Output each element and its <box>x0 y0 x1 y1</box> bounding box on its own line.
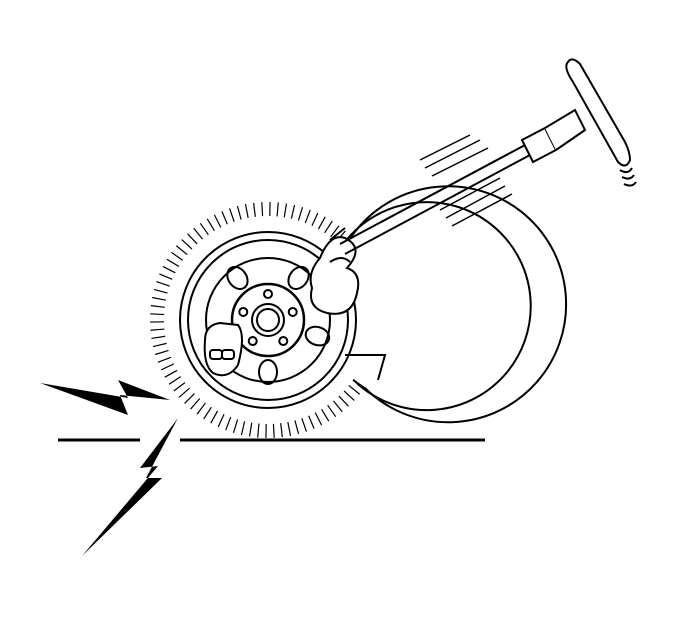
rim-vent <box>304 325 331 347</box>
rim-vent <box>287 265 310 290</box>
tread-mark <box>196 402 206 415</box>
tread-mark <box>272 423 275 438</box>
tread-mark <box>280 423 283 438</box>
tread-mark <box>261 202 264 217</box>
lug-hole <box>247 336 258 347</box>
tread-mark <box>150 313 165 316</box>
tread-mark <box>330 225 340 238</box>
tread-mark <box>327 404 337 418</box>
tread-mark <box>314 412 323 426</box>
tread-mark <box>311 212 319 226</box>
tread-mark <box>159 273 173 280</box>
tread-mark <box>206 218 215 232</box>
tread-mark <box>164 369 178 378</box>
lug-hole <box>278 336 289 347</box>
tread-mark <box>156 281 170 287</box>
tread-mark <box>348 384 361 395</box>
tread-mark <box>225 416 232 431</box>
lug-hole <box>238 306 249 317</box>
tread-mark <box>166 258 180 267</box>
lightning-bolt-icon <box>40 380 170 415</box>
tread-mark <box>178 387 190 398</box>
tread-mark <box>290 204 296 219</box>
tread-mark <box>152 296 167 301</box>
lug-hole <box>287 306 298 317</box>
tread-mark <box>297 206 304 221</box>
tread-mark <box>199 222 209 236</box>
tread-mark <box>257 423 260 438</box>
motion-lines <box>419 134 513 227</box>
tread-mark <box>173 382 186 392</box>
tread-mark <box>162 265 176 274</box>
tread-mark <box>244 204 249 219</box>
tread-mark <box>170 251 184 261</box>
tread-mark <box>276 202 279 217</box>
tread-mark <box>240 421 246 436</box>
tread-mark <box>283 203 288 218</box>
steering-wheel-icon <box>339 58 637 255</box>
rim-vent <box>258 359 278 385</box>
tread-mark <box>236 205 242 220</box>
tread-mark <box>321 408 330 422</box>
tread-mark <box>210 410 219 424</box>
tread-mark <box>248 422 253 437</box>
tread-mark <box>213 214 222 228</box>
tread-mark <box>221 211 228 225</box>
tread-mark <box>294 420 300 435</box>
tread-mark <box>184 393 195 404</box>
tread-mark <box>187 233 198 245</box>
tread-mark <box>217 414 225 428</box>
tread-mark <box>168 376 182 385</box>
tread-mark <box>338 395 349 407</box>
hand-icon <box>203 236 360 377</box>
tread-mark <box>152 342 167 348</box>
tire-icon <box>150 185 568 438</box>
tread-mark <box>343 390 355 401</box>
tread-mark <box>190 398 201 410</box>
tread-mark <box>308 415 315 429</box>
tread-mark <box>151 335 166 340</box>
tread-mark <box>203 406 212 420</box>
tread-mark <box>287 421 292 436</box>
tread-mark <box>232 419 239 434</box>
tread-mark <box>193 227 204 240</box>
tread-mark <box>304 209 311 224</box>
tread-mark <box>253 202 256 217</box>
tread-mark <box>229 208 235 222</box>
tread-mark <box>154 349 169 356</box>
tread-mark <box>157 356 172 363</box>
lug-hole <box>263 289 273 299</box>
tread-mark <box>150 305 165 308</box>
tread-mark <box>301 418 307 432</box>
tread-mark <box>160 363 174 371</box>
tread-mark <box>317 216 326 230</box>
tread-mark <box>153 288 168 294</box>
tread-mark <box>324 220 333 234</box>
tread-mark <box>352 379 366 389</box>
tread-mark <box>332 400 343 413</box>
tread-mark <box>175 245 188 256</box>
lightning-bolt-icon <box>82 418 178 556</box>
tread-mark <box>181 239 193 250</box>
rim-vent <box>226 265 249 290</box>
tread-mark <box>150 328 165 331</box>
